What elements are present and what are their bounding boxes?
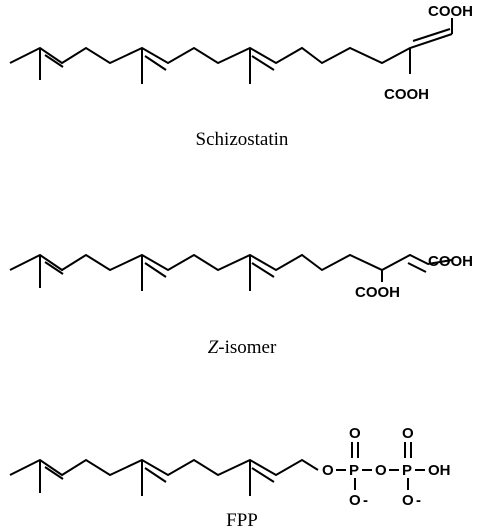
double-bond bbox=[251, 467, 275, 483]
double-bond bbox=[144, 262, 167, 278]
double-bond bbox=[144, 55, 167, 71]
schizostatin-chain bbox=[9, 33, 453, 65]
top-carboxyl-group: COOH bbox=[428, 3, 473, 20]
z-isomer-chain bbox=[9, 253, 453, 272]
z-isomer-structure: COOH COOH Z-isomer bbox=[9, 253, 473, 358]
phosphorus-2: P bbox=[402, 462, 412, 479]
ester-oxygen: O bbox=[322, 462, 334, 479]
double-bond bbox=[144, 467, 167, 483]
double-bond bbox=[251, 262, 275, 278]
fpp-caption: FPP bbox=[226, 510, 258, 530]
phosphoryl-oxygen-2: O bbox=[402, 425, 414, 442]
negative-charge-1: - bbox=[363, 492, 368, 509]
z-label: Z bbox=[208, 337, 219, 358]
z-isomer-caption: Z-isomer bbox=[208, 337, 277, 358]
right-carboxyl-group: COOH bbox=[428, 253, 473, 270]
bridge-oxygen: O bbox=[375, 462, 387, 479]
hydroxyl-group: OH bbox=[428, 462, 451, 479]
schizostatin-structure: COOH COOH Schizostatin bbox=[9, 3, 473, 150]
double-bond bbox=[251, 55, 275, 71]
fpp-chain bbox=[9, 458, 319, 477]
bottom-carboxyl-group: COOH bbox=[384, 86, 429, 103]
phosphorus-1: P bbox=[349, 462, 359, 479]
phosphoryl-oxygen-1: O bbox=[349, 425, 361, 442]
anionic-oxygen-2: O bbox=[402, 492, 414, 509]
double-bond bbox=[44, 54, 64, 68]
anionic-oxygen-1: O bbox=[349, 492, 361, 509]
double-bond bbox=[44, 261, 64, 275]
double-bond bbox=[412, 28, 451, 42]
double-bond bbox=[407, 262, 427, 273]
bottom-carboxyl-group: COOH bbox=[355, 284, 400, 301]
negative-charge-2: - bbox=[416, 492, 421, 509]
isomer-label: -isomer bbox=[218, 337, 277, 358]
fpp-structure: O P O P OH O O O - O - FPP bbox=[9, 425, 451, 530]
double-bond bbox=[44, 466, 64, 480]
schizostatin-caption: Schizostatin bbox=[196, 129, 289, 150]
